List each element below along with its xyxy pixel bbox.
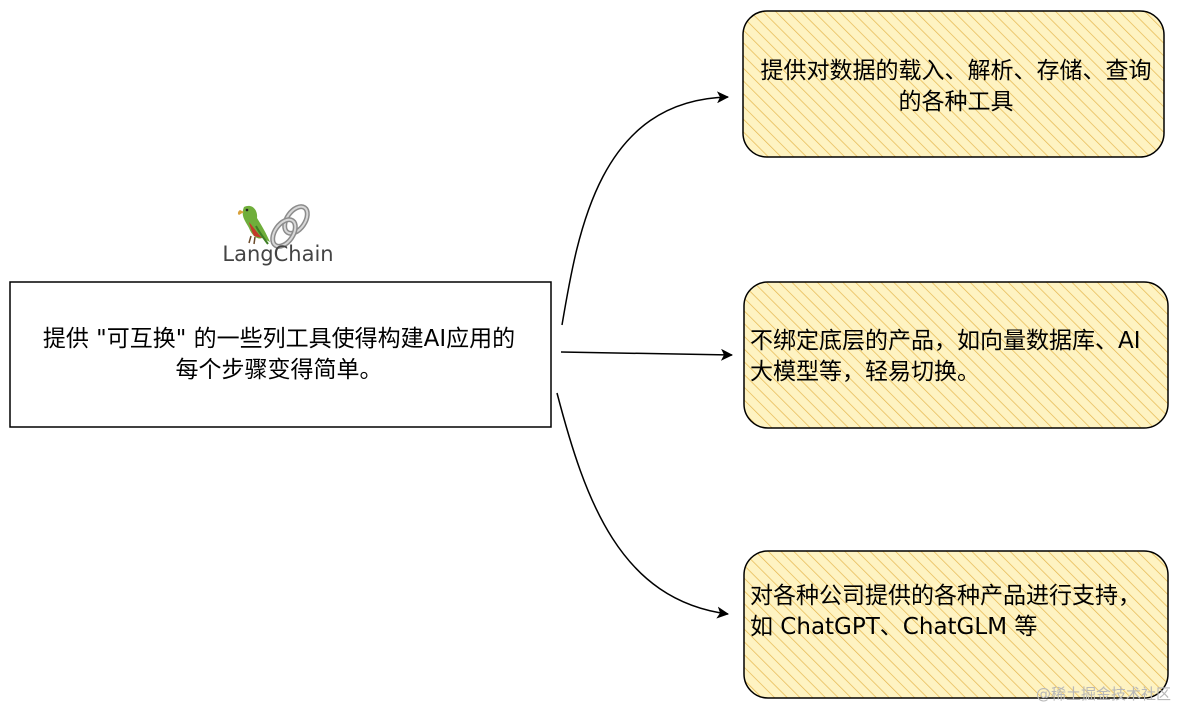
- arrow-to-box-3: [556, 392, 729, 619]
- langchain-logo-label: LangChain: [222, 242, 334, 266]
- right-box-3-text: 对各种公司提供的各种产品进行支持，如 ChatGPT、ChatGLM 等: [750, 583, 1141, 640]
- parrot-icon: [237, 205, 270, 245]
- right-box-1: [742, 10, 1165, 158]
- right-box-2-text: 不绑定底层的产品，如向量数据库、AI 大模型等，轻易切换。: [750, 328, 1141, 385]
- arrow-to-box-2: [560, 348, 733, 361]
- main-box: [9, 281, 552, 428]
- right-box-3: [743, 550, 1169, 699]
- arrow-to-box-1: [561, 91, 729, 326]
- watermark: @稀土掘金技术社区: [1035, 685, 1171, 703]
- right-box-2: [743, 281, 1169, 429]
- right-box-1-text: 提供对数据的载入、解析、存储、查询的各种工具: [760, 58, 1152, 115]
- main-box-text: 提供 "可互换" 的一些列工具使得构建AI应用的每个步骤变得简单。: [42, 326, 516, 383]
- chain-link-icon: [270, 204, 310, 249]
